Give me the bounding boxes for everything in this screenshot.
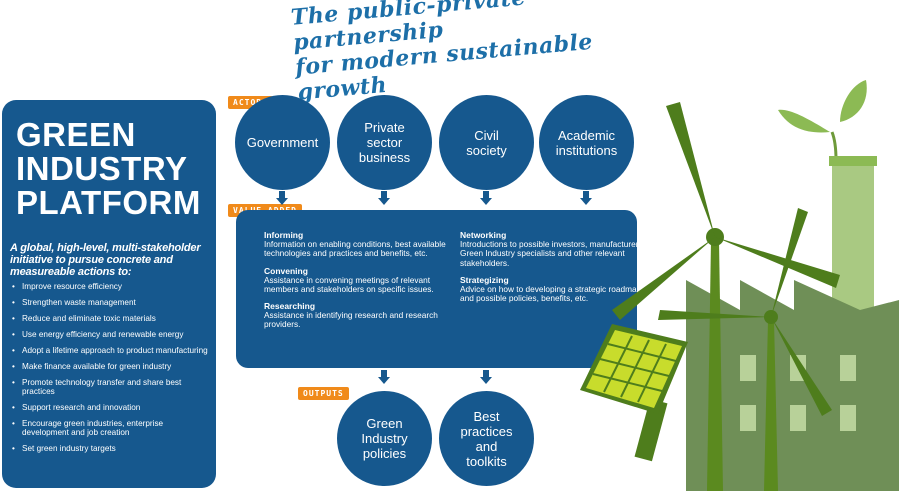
researching-text: Assistance in identifying research and r… [264, 310, 438, 330]
list-item: Reduce and eliminate toxic materials [10, 314, 210, 323]
list-item: Support research and innovation [10, 403, 210, 412]
output-label: Industry [361, 431, 408, 446]
arrow-down-icon [580, 191, 592, 205]
list-item: Improve resource efficiency [10, 282, 210, 291]
wind-turbine-icon [658, 208, 832, 491]
platform-actions-list: Improve resource efficiency Strengthen w… [10, 282, 210, 460]
outputs-tag: OUTPUTS [298, 387, 349, 400]
networking-heading: Networking [460, 230, 507, 240]
actor-label: Academic [557, 127, 616, 143]
output-label: practices [460, 423, 513, 439]
actor-civil-society: Civil society [439, 95, 534, 190]
list-item: Strengthen waste management [10, 298, 210, 307]
list-item: Promote technology transfer and share be… [10, 378, 210, 396]
researching-heading: Researching [264, 301, 316, 312]
strategizing-heading: Strategizing [460, 274, 509, 285]
list-item: Set green industry targets [10, 444, 210, 453]
platform-title-line-3: PLATFORM [16, 184, 201, 221]
actor-private-sector: Private sector business [337, 95, 432, 190]
list-item: Encourage green industries, enterprise d… [10, 419, 210, 437]
output-label: toolkits [466, 453, 507, 469]
value-added-right-column: Networking Introductions to possible inv… [460, 230, 650, 310]
output-best-practices-toolkits: Best practices and toolkits [439, 391, 534, 486]
networking-text: Introductions to possible investors, man… [460, 239, 645, 268]
green-energy-illustration [580, 80, 899, 491]
arrow-down-icon [378, 370, 390, 384]
green-industry-platform-panel: GREEN INDUSTRY PLATFORM A global, high-l… [2, 100, 216, 488]
actor-label: Civil [474, 127, 499, 143]
wind-turbine-icon [612, 102, 840, 491]
list-item: Use energy efficiency and renewable ener… [10, 330, 210, 339]
actor-label: institutions [555, 142, 618, 158]
platform-intro: A global, high-level, multi-stakeholder … [10, 242, 201, 278]
output-label: Best [473, 408, 500, 424]
actor-label: society [466, 142, 507, 158]
list-item: Adopt a lifetime approach to product man… [10, 346, 210, 355]
factory-icon [686, 156, 899, 491]
arrow-down-icon [378, 191, 390, 205]
actor-academic-institutions: Academic institutions [539, 95, 634, 190]
leaf-icon [778, 80, 867, 161]
platform-title: GREEN INDUSTRY PLATFORM [16, 118, 201, 220]
convening-heading: Convening [264, 265, 308, 276]
platform-title-line-2: INDUSTRY [16, 150, 188, 187]
informing-text: Information on enabling conditions, best… [264, 239, 446, 259]
actor-government: Government [235, 95, 330, 190]
list-item: Make finance available for green industr… [10, 362, 210, 371]
arrow-down-icon [276, 191, 288, 205]
value-added-box: Informing Information on enabling condit… [236, 210, 645, 368]
output-label: policies [362, 446, 407, 461]
informing-heading: Informing [264, 230, 304, 240]
actor-label: business [358, 150, 411, 165]
output-label: Green [366, 416, 403, 431]
platform-title-line-1: GREEN [16, 116, 136, 153]
output-label: and [475, 438, 498, 454]
convening-text: Assistance in convening meetings of rele… [264, 274, 434, 294]
actor-label: sector [366, 135, 403, 150]
arrow-down-icon [480, 370, 492, 384]
arrow-down-icon [480, 191, 492, 205]
solar-panel-icon [580, 324, 688, 462]
actor-label: Government [246, 135, 319, 150]
output-green-industry-policies: Green Industry policies [337, 391, 432, 486]
value-added-left-column: Informing Information on enabling condit… [264, 230, 454, 337]
actor-label: Private [364, 120, 405, 135]
strategizing-text: Advice on how to developing a strategic … [460, 283, 642, 304]
